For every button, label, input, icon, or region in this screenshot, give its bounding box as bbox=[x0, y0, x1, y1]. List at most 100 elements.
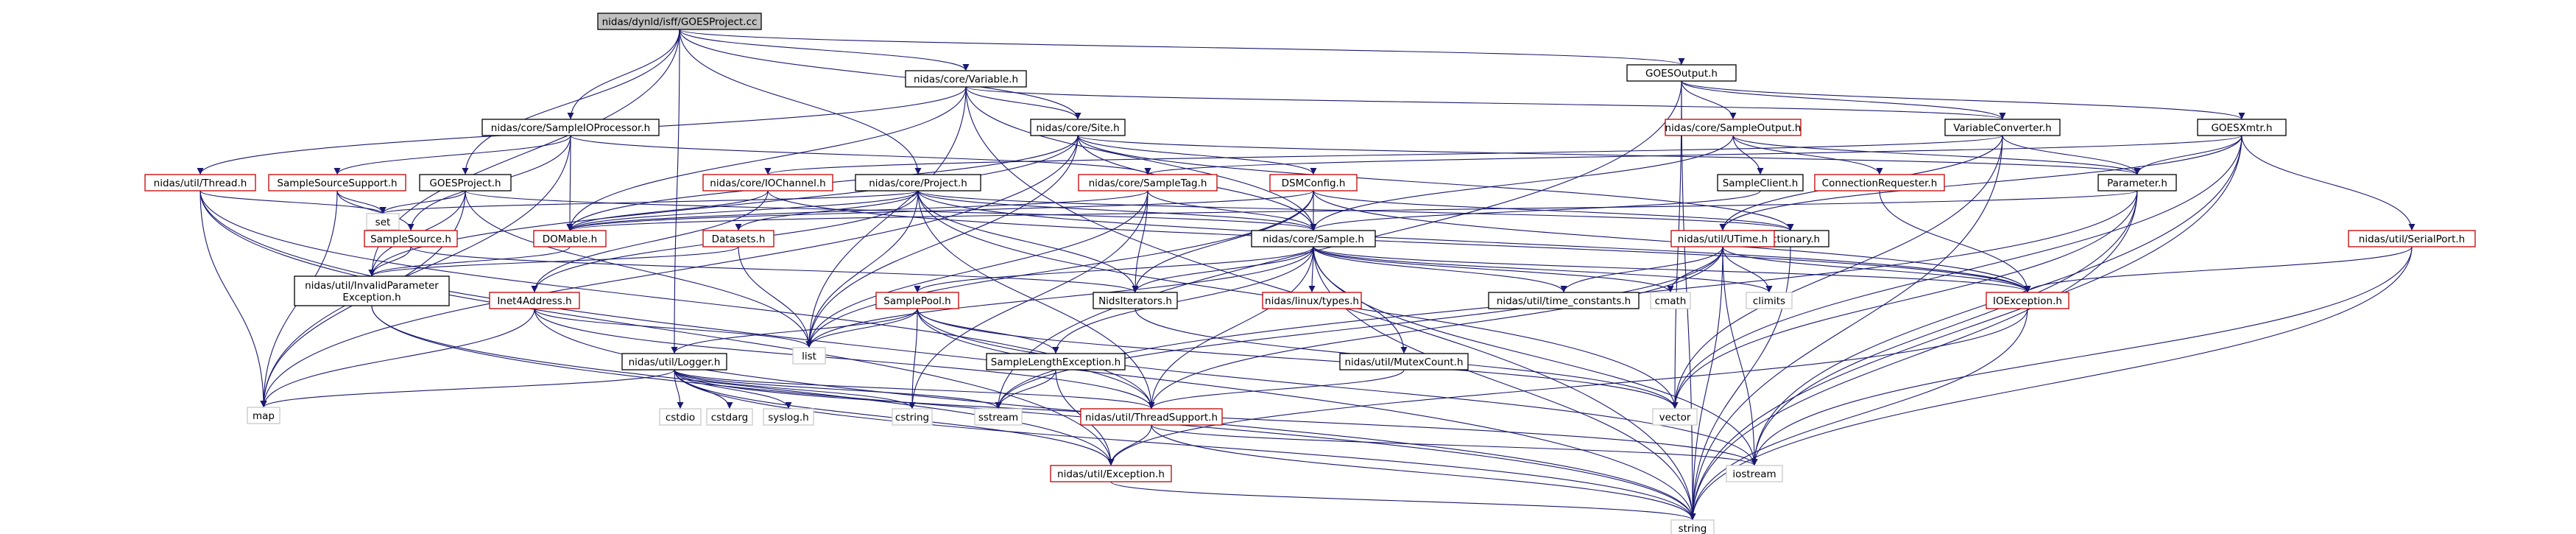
include-edge-n5-n17 bbox=[1732, 135, 2141, 175]
node-label: SampleSource.h bbox=[370, 233, 451, 245]
node-samplelengthexception-h[interactable]: SampleLengthException.h bbox=[986, 353, 1126, 370]
node-box bbox=[1814, 174, 1945, 192]
node-label: SamplePool.h bbox=[883, 295, 950, 307]
node-goesxmtr-h[interactable]: GOESXmtr.h bbox=[2197, 119, 2287, 136]
node-label: Datasets.h bbox=[712, 233, 766, 245]
include-edge-n22-n48 bbox=[1313, 246, 1758, 466]
node-nidas-linux-types-h[interactable]: nidas/linux/types.h bbox=[1262, 292, 1362, 309]
include-edge-n45-n49 bbox=[1151, 424, 1696, 521]
include-edge-n22-n35 bbox=[805, 246, 1314, 348]
node-box bbox=[2348, 230, 2476, 247]
node-box bbox=[1078, 174, 1218, 192]
include-edge-n15-n22 bbox=[1310, 190, 1761, 231]
include-edge-n17-n20 bbox=[567, 190, 2138, 231]
node-domable-h[interactable]: DOMable.h bbox=[533, 230, 607, 247]
node-dsmconfig-h[interactable]: DSMConfig.h bbox=[1269, 174, 1358, 192]
node-nidas-core-sampleioprocessor-h[interactable]: nidas/core/SampleIOProcessor.h bbox=[481, 119, 660, 136]
include-edge-n36-n39 bbox=[260, 369, 675, 408]
include-edge-n27-n35 bbox=[534, 308, 813, 348]
node-box bbox=[1650, 292, 1691, 309]
include-edge-n25-n49 bbox=[1689, 246, 2413, 521]
node-label: syslog.h bbox=[768, 412, 808, 424]
node-label: SampleClient.h bbox=[1723, 178, 1799, 189]
node-samplesourcesupport-h[interactable]: SampleSourceSupport.h bbox=[268, 174, 406, 192]
node-variableconverter-h[interactable]: VariableConverter.h bbox=[1944, 119, 2061, 136]
node-nidas-util-exception-h[interactable]: nidas/util/Exception.h bbox=[1050, 465, 1172, 482]
include-edge-n14-n20 bbox=[566, 190, 1314, 231]
include-edge-n36-n49 bbox=[674, 369, 1696, 521]
include-edge-n3-n39 bbox=[260, 135, 571, 408]
include-edge-n28-n37 bbox=[917, 308, 1059, 354]
node-nidas-core-sampleoutput-h[interactable]: nidas/core/SampleOutput.h bbox=[1665, 119, 1802, 136]
include-edge-n22-n33 bbox=[1313, 246, 1773, 293]
node-nidas-util-thread-h[interactable]: nidas/util/Thread.h bbox=[144, 174, 256, 192]
include-edge-n12-n35 bbox=[805, 190, 919, 348]
node-box bbox=[875, 292, 959, 309]
node-nidas-util-time-constants-h[interactable]: nidas/util/time_constants.h bbox=[1488, 292, 1640, 309]
node-nidsiterators-h[interactable]: NidsIterators.h bbox=[1093, 292, 1178, 309]
include-edge-n12-n21 bbox=[735, 190, 919, 231]
include-edge-n27-n45 bbox=[534, 308, 1155, 410]
node-nidas-core-site-h[interactable]: nidas/core/Site.h bbox=[1030, 119, 1126, 136]
node-ioexception-h[interactable]: IOException.h bbox=[1986, 292, 2069, 309]
node-label: nidas/util/time_constants.h bbox=[1497, 295, 1631, 307]
node-box bbox=[419, 174, 512, 192]
node-nidas-core-iochannel-h[interactable]: nidas/core/IOChannel.h bbox=[702, 174, 833, 192]
include-edge-n12-n20 bbox=[566, 190, 919, 231]
node-cstdio: cstdio bbox=[659, 408, 702, 426]
include-edge-n6-n17 bbox=[2002, 135, 2141, 175]
node-nidas-core-variable-h[interactable]: nidas/core/Variable.h bbox=[905, 70, 1027, 88]
node-connectionrequester-h[interactable]: ConnectionRequester.h bbox=[1814, 174, 1945, 192]
node-nidas-util-mutexcount-h[interactable]: nidas/util/MutexCount.h bbox=[1339, 353, 1469, 370]
node-datasets-h[interactable]: Datasets.h bbox=[702, 230, 774, 247]
include-edge-n37-n44 bbox=[995, 369, 1056, 410]
node-box bbox=[792, 347, 826, 365]
include-edge-n2-n6 bbox=[1681, 80, 2006, 120]
node-box bbox=[905, 70, 1027, 88]
node-box bbox=[364, 230, 458, 247]
node-samplesource-h[interactable]: SampleSource.h bbox=[364, 230, 458, 247]
include-edge-n7-n24 bbox=[1719, 135, 2242, 231]
node-sampleclient-h[interactable]: SampleClient.h bbox=[1717, 174, 1804, 192]
include-edge-n36-n40 bbox=[674, 369, 684, 410]
include-edge-n6-n49 bbox=[1689, 135, 2003, 521]
node-syslog-h: syslog.h bbox=[763, 408, 814, 426]
node-nidas-util-logger-h[interactable]: nidas/util/Logger.h bbox=[621, 353, 727, 370]
include-edge-n22-n31 bbox=[1313, 246, 1567, 293]
include-edge-n22-n29 bbox=[1132, 246, 1314, 293]
node-goesproject-h[interactable]: GOESProject.h bbox=[419, 174, 512, 192]
include-edge-n14-n34 bbox=[1313, 190, 2031, 293]
node-label: ConnectionRequester.h bbox=[1822, 178, 1938, 189]
include-edge-n25-n34 bbox=[2024, 246, 2413, 293]
include-edge-n2-n7 bbox=[1681, 80, 2245, 120]
node-label: climits bbox=[1753, 295, 1785, 307]
node-nidas-util-utime-h[interactable]: nidas/util/UTime.h bbox=[1670, 230, 1775, 247]
include-edge-n12-n34 bbox=[917, 190, 2031, 293]
include-edge-n10-n35 bbox=[465, 190, 813, 348]
node-label: DSMConfig.h bbox=[1282, 178, 1346, 189]
node-inet4address-h[interactable]: Inet4Address.h bbox=[489, 292, 580, 309]
include-edge-n8-n47 bbox=[200, 190, 1115, 466]
include-edge-n0-n36 bbox=[671, 29, 680, 354]
node-box bbox=[1030, 119, 1126, 136]
node-box bbox=[1093, 292, 1178, 309]
node-box bbox=[1251, 230, 1376, 247]
node-goesoutput-h[interactable]: GOESOutput.h bbox=[1626, 64, 1737, 82]
node-nidas-util-threadsupport-h[interactable]: nidas/util/ThreadSupport.h bbox=[1080, 408, 1223, 426]
node-nidas-core-sample-h[interactable]: nidas/core/Sample.h bbox=[1251, 230, 1376, 247]
node-nidas-dynld-isff-goesproject-cc[interactable]: nidas/dynld/isff/GOESProject.cc bbox=[597, 13, 762, 30]
node-parameter-h[interactable]: Parameter.h bbox=[2097, 174, 2177, 192]
node-nidas-util-serialport-h[interactable]: nidas/util/SerialPort.h bbox=[2348, 230, 2476, 247]
node-map: map bbox=[247, 407, 280, 424]
node-nidas-core-sampletag-h[interactable]: nidas/core/SampleTag.h bbox=[1078, 174, 1218, 192]
node-nidas-core-project-h[interactable]: nidas/core/Project.h bbox=[855, 174, 981, 192]
node-box bbox=[533, 230, 607, 247]
node-box bbox=[481, 119, 660, 136]
node-box bbox=[1339, 353, 1469, 370]
include-edge-n24-n45 bbox=[1148, 246, 1723, 410]
include-edge-n22-n45 bbox=[1148, 246, 1314, 410]
node-label: nidas/core/Project.h bbox=[869, 178, 967, 189]
node-box bbox=[294, 275, 450, 306]
node-samplepool-h[interactable]: SamplePool.h bbox=[875, 292, 959, 309]
